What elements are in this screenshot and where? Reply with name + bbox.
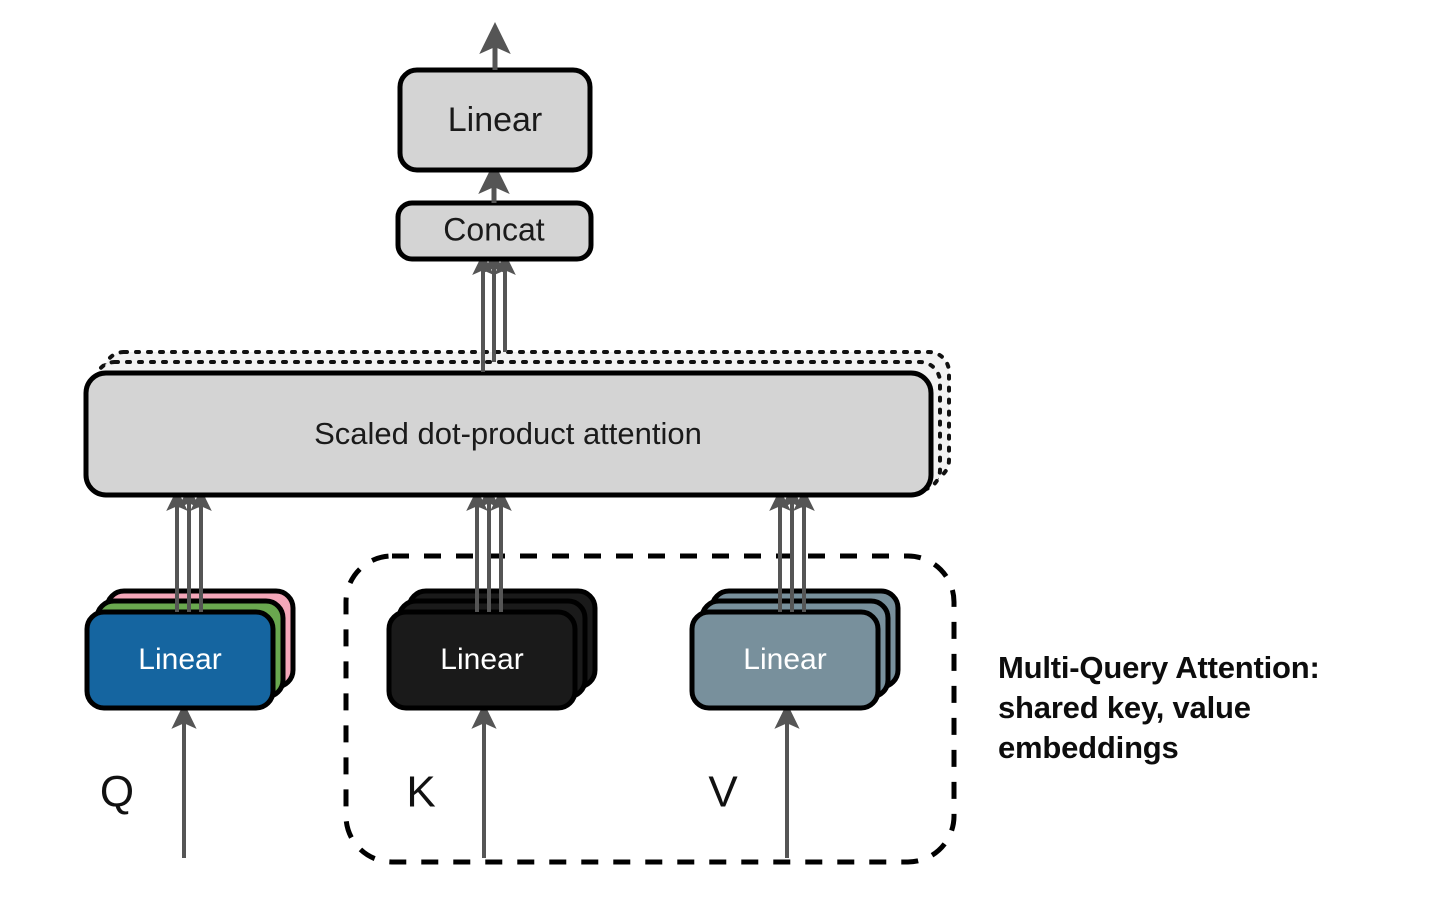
- output-linear-label: Linear: [448, 101, 543, 139]
- query-linear-card-front: [84, 609, 276, 711]
- value-linear-label: Linear: [743, 643, 826, 676]
- shared-kv-dashed-box: [343, 553, 957, 865]
- key-linear-card-front: [386, 609, 578, 711]
- concat-label: Concat: [443, 211, 545, 247]
- input-label-q: Q: [100, 768, 134, 817]
- attention-label: Scaled dot-product attention: [314, 416, 702, 451]
- value-linear-stack[interactable]: Linear: [689, 588, 901, 711]
- input-edges: [171, 703, 800, 858]
- attention-stack[interactable]: Scaled dot-product attention: [83, 350, 951, 498]
- output-linear-node[interactable]: Linear: [397, 67, 593, 173]
- key-linear-label: Linear: [440, 643, 523, 676]
- attention-card-front: [83, 370, 934, 498]
- concat-node[interactable]: Concat: [395, 200, 594, 262]
- input-label-v: V: [708, 768, 738, 817]
- input-label-k: K: [406, 768, 435, 817]
- linear-to-attention-edges: [166, 486, 815, 612]
- value-linear-card-front: [689, 609, 881, 711]
- attention-to-concat-edges: [472, 251, 516, 372]
- key-linear-stack[interactable]: Linear: [386, 588, 598, 711]
- query-linear-label: Linear: [138, 643, 221, 676]
- multi-query-annotation: Multi-Query Attention: shared key, value…: [998, 650, 1320, 765]
- query-linear-stack[interactable]: Linear: [84, 588, 296, 711]
